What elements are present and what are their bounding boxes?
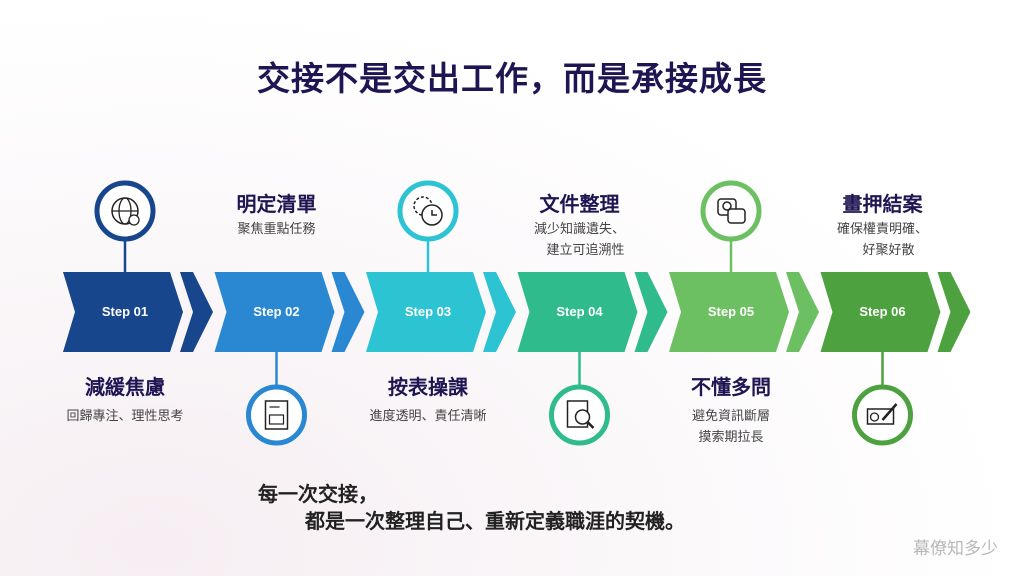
chevron-small bbox=[180, 272, 213, 352]
step-description: 進度透明、責任清晰 bbox=[369, 409, 487, 424]
step-chevron-1 bbox=[63, 272, 213, 352]
quote-line-2: 都是一次整理自己、重新定義職涯的契機。 bbox=[305, 509, 685, 533]
chevron-small bbox=[937, 272, 971, 352]
step-heading: 不懂多問 bbox=[691, 375, 771, 399]
step-heading: 減緩焦慮 bbox=[85, 375, 165, 399]
step-heading: 明定清單 bbox=[236, 192, 317, 216]
chat-location-icon bbox=[717, 198, 746, 224]
step-label: Step 05 bbox=[707, 304, 755, 319]
step-description: 確保權責明確、 bbox=[836, 222, 928, 237]
step-description: 摸索期拉長 bbox=[698, 430, 764, 445]
chevron-main bbox=[820, 272, 941, 352]
chevron-small bbox=[634, 272, 668, 352]
step-label: Step 01 bbox=[101, 304, 149, 319]
step-description: 好聚好散 bbox=[862, 243, 915, 258]
step-label: Step 03 bbox=[404, 304, 452, 319]
step-heading: 文件整理 bbox=[539, 192, 620, 216]
step-label: Step 02 bbox=[253, 304, 300, 319]
watermark: 幕僚知多少 bbox=[913, 539, 998, 559]
chevron-main bbox=[63, 272, 183, 352]
gear-clock-icon bbox=[413, 196, 443, 226]
step-heading: 按表操課 bbox=[388, 375, 468, 399]
step-label: Step 06 bbox=[859, 304, 906, 319]
chevron-small bbox=[786, 272, 819, 352]
chevron-main bbox=[366, 272, 486, 352]
chevron-main bbox=[214, 272, 335, 352]
step-description: 建立可追溯性 bbox=[546, 243, 625, 258]
chevron-small bbox=[483, 272, 516, 352]
step-description: 避免資訊斷層 bbox=[691, 409, 770, 424]
page-title: 交接不是交出工作，而是承接成長 bbox=[257, 59, 767, 98]
step-description: 減少知識遺失、 bbox=[533, 222, 625, 237]
step-description: 聚焦重點任務 bbox=[237, 222, 316, 237]
quote-line-1: 每一次交接， bbox=[258, 482, 378, 506]
chevron-main bbox=[517, 272, 638, 352]
step-chevron-6 bbox=[820, 272, 971, 352]
step-chevron-4 bbox=[517, 272, 668, 352]
cheque-sign-icon bbox=[866, 403, 898, 425]
step-label: Step 04 bbox=[556, 304, 603, 319]
document-search-icon bbox=[566, 400, 595, 429]
step-description: 回歸專注、理性思考 bbox=[66, 409, 184, 424]
step-heading: 畫押結案 bbox=[842, 192, 923, 216]
chevron-small bbox=[331, 272, 365, 352]
step-chevron-2 bbox=[214, 272, 365, 352]
globe-check-icon bbox=[111, 197, 140, 226]
step-chevron-3 bbox=[366, 272, 516, 352]
document-table-icon bbox=[264, 400, 289, 430]
chevron-main bbox=[669, 272, 789, 352]
step-chevron-5 bbox=[669, 272, 819, 352]
